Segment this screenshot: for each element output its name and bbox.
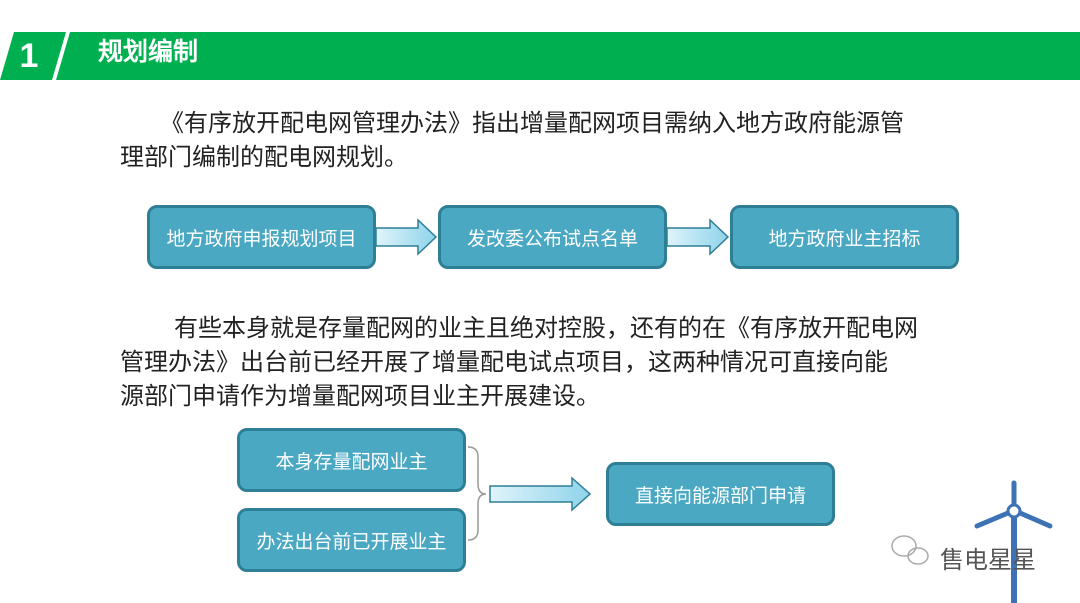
wind-turbine-icon: [974, 480, 1053, 603]
paragraph-2: 有些本身就是存量配网的业主且绝对控股，还有的在《有序放开配电网 管理办法》出台前…: [120, 311, 1020, 413]
bracket: [467, 446, 487, 541]
arrow-right-icon: [375, 218, 438, 256]
flow-step-3: 地方政府业主招标: [730, 205, 959, 269]
flow-step-2: 发改委公布试点名单: [438, 205, 667, 269]
text-line: 源部门申请作为增量配网项目业主开展建设。: [120, 382, 600, 410]
section-number: 1: [0, 32, 66, 80]
text-line: 理部门编制的配电网规划。: [120, 143, 408, 171]
watermark: 售电星星: [940, 546, 1036, 574]
arrow-right-icon: [666, 218, 730, 256]
paragraph-1: 《有序放开配电网管理办法》指出增量配网项目需纳入地方政府能源管 理部门编制的配电…: [120, 106, 1020, 174]
header-bar: [56, 32, 1080, 80]
target-box: 直接向能源部门申请: [606, 462, 835, 526]
text-line: 《有序放开配电网管理办法》指出增量配网项目需纳入地方政府能源管: [160, 109, 904, 137]
wechat-icon: [891, 535, 929, 565]
text-line: 管理办法》出台前已经开展了增量配电试点项目，这两种情况可直接向能: [120, 348, 888, 376]
flow-step-1: 地方政府申报规划项目: [147, 205, 376, 269]
text-line: 有些本身就是存量配网的业主且绝对控股，还有的在《有序放开配电网: [174, 314, 918, 342]
source-box-1: 本身存量配网业主: [237, 428, 466, 492]
section-title: 规划编制: [98, 37, 199, 66]
source-box-2: 办法出台前已开展业主: [237, 508, 466, 572]
arrow-right-icon: [489, 476, 592, 512]
